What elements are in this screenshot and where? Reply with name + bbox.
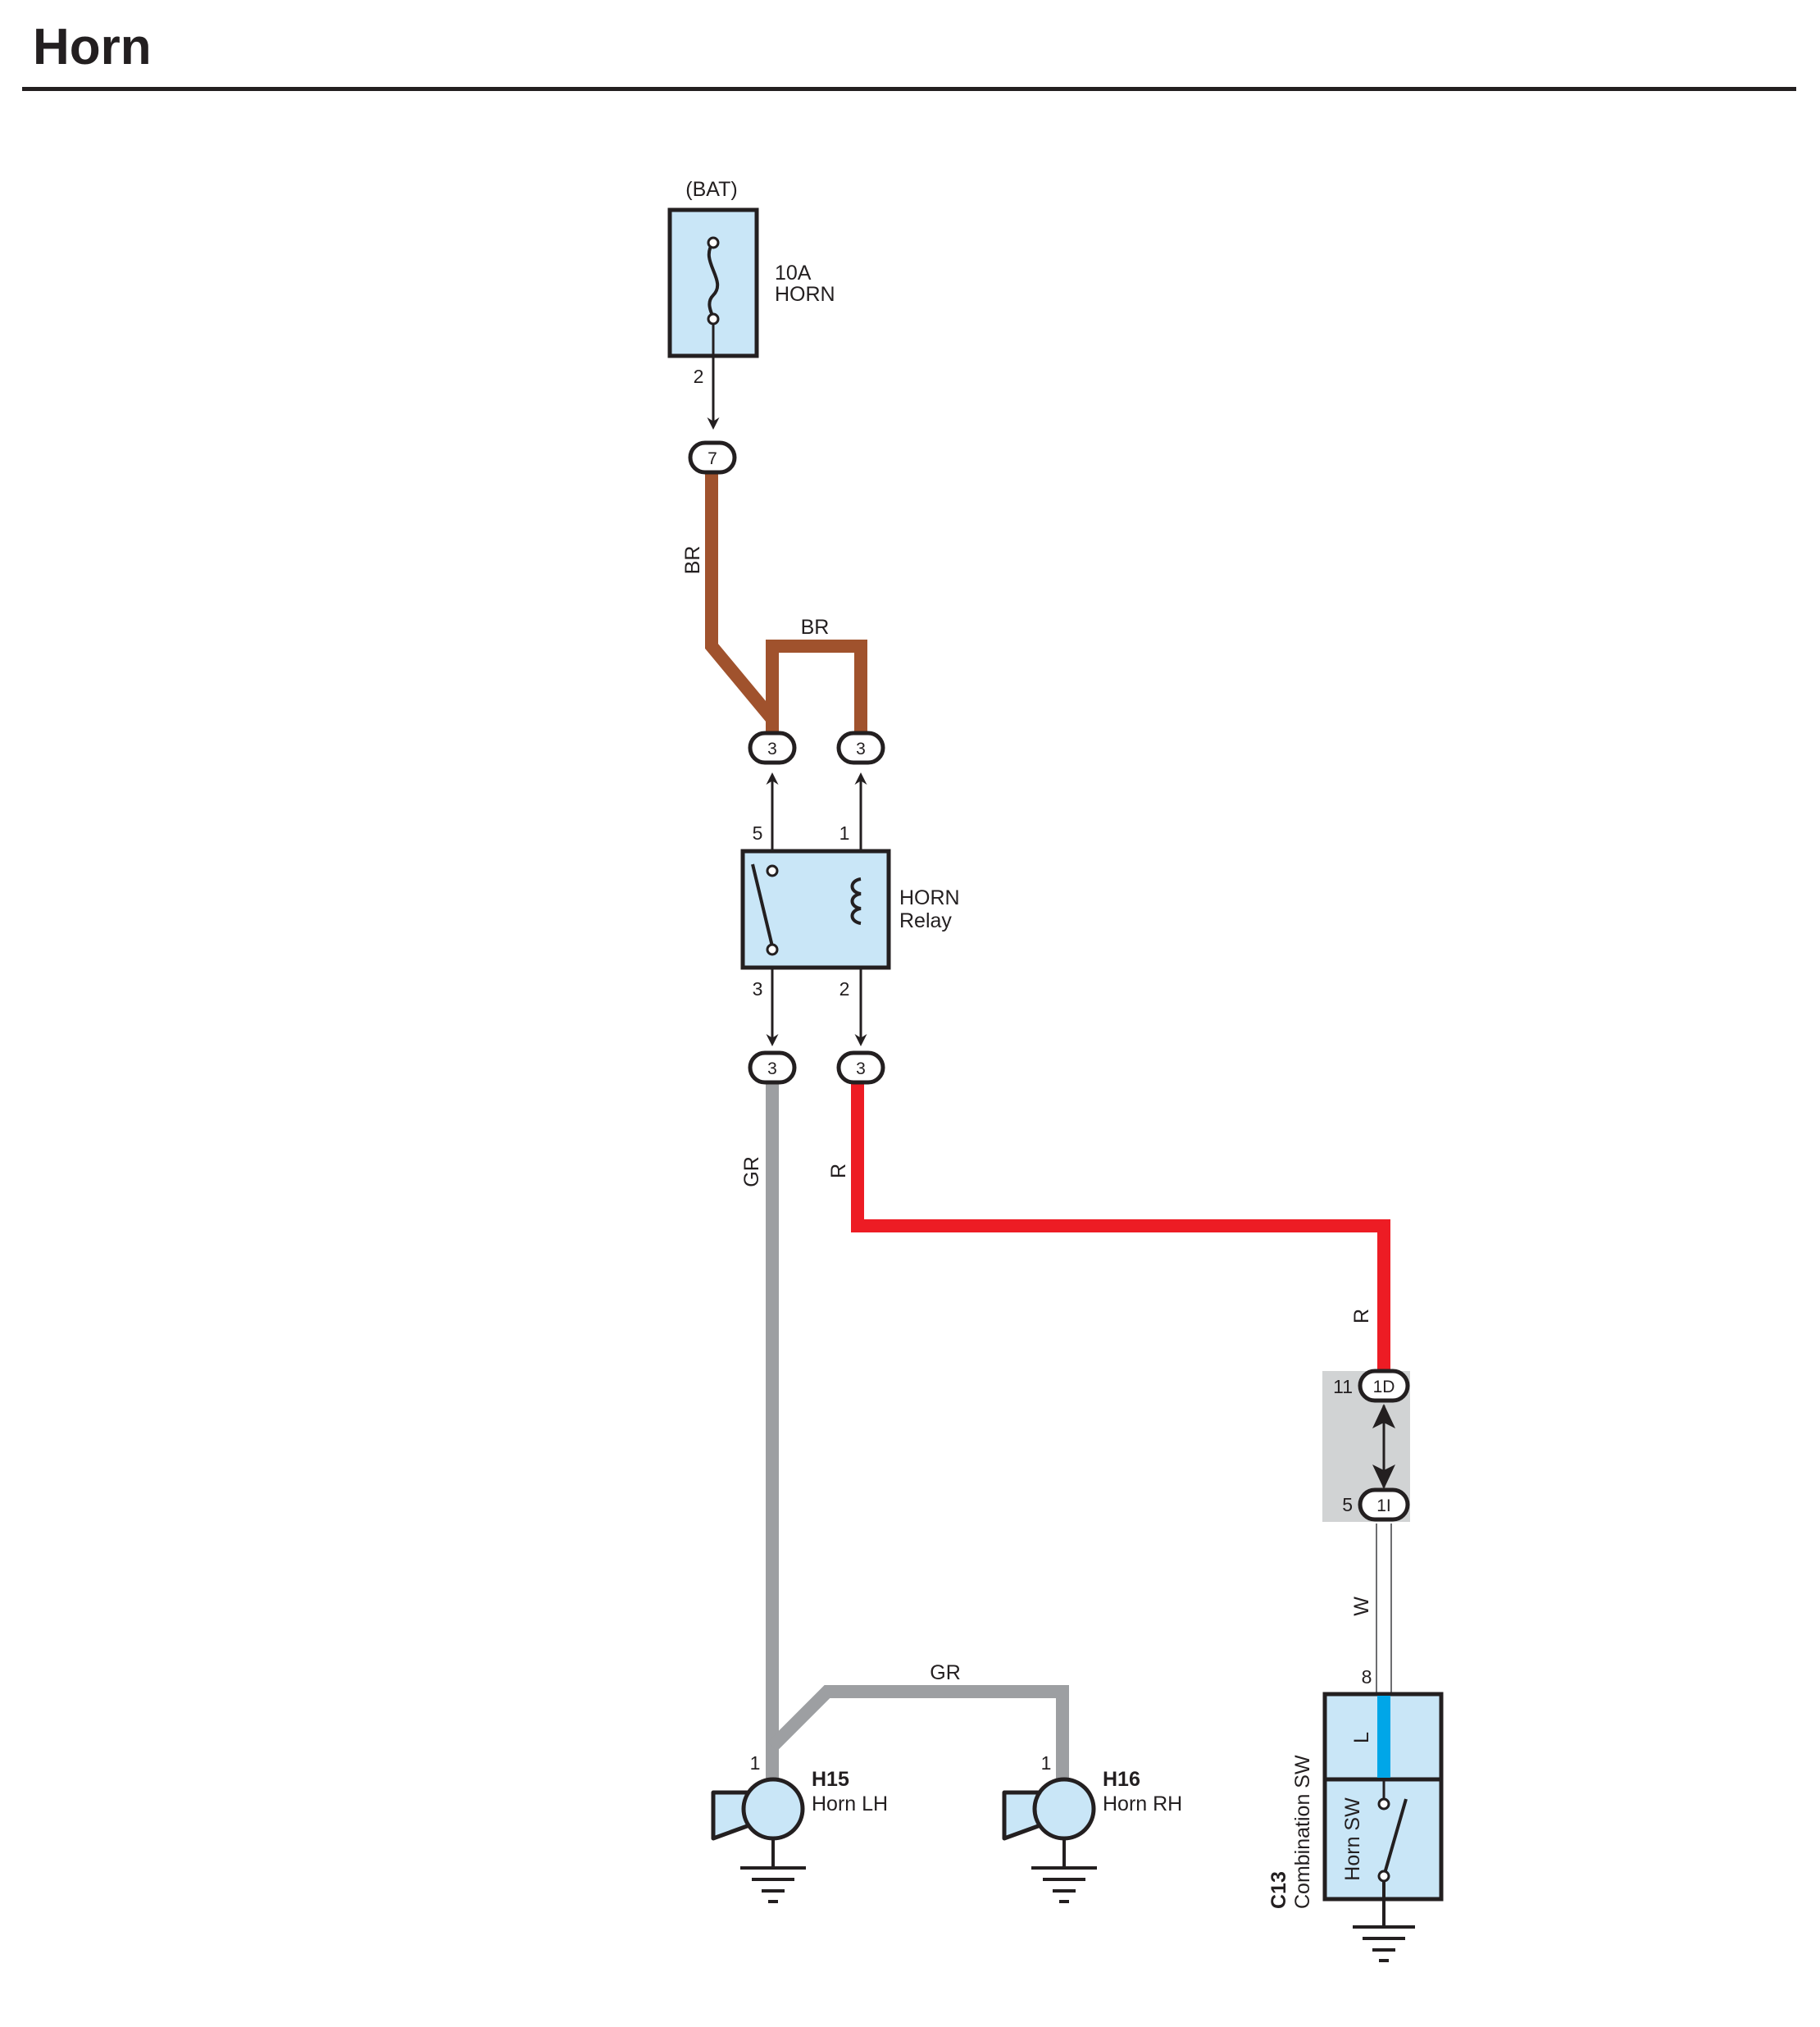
relay-switch-contact-top <box>766 864 779 877</box>
fuse-icon <box>707 241 720 318</box>
w-wire: W 8 <box>1350 1524 1392 1694</box>
wire-label-gr-vertical: GR <box>740 1156 763 1187</box>
horn-lh-name: Horn LH <box>812 1792 888 1815</box>
ground-icon <box>1353 1925 1415 1962</box>
horn-sw-blade-icon <box>1382 1798 1408 1877</box>
fuse-source-label: (BAT) <box>685 178 737 201</box>
relay-switch-contact-bottom <box>766 943 779 956</box>
ground-icon <box>740 1866 806 1903</box>
wire-r <box>851 1079 1390 1371</box>
svg-text:1I: 1I <box>1376 1496 1391 1515</box>
connector-badge-1d: 1D <box>1358 1369 1410 1403</box>
horn-rh-pin: 1 <box>1041 1752 1052 1774</box>
horn-rh-name: Horn RH <box>1103 1792 1182 1815</box>
horn-sw-contact-top <box>1377 1797 1390 1811</box>
horn-rh: 1 H16 Horn RH <box>1002 1752 1182 1903</box>
relay-pin-1: 1 <box>839 822 850 844</box>
svg-text:7: 7 <box>708 449 717 468</box>
relay-coil-icon <box>850 877 862 925</box>
horn-lh-pin: 1 <box>750 1752 761 1774</box>
r-wires: R R <box>827 1079 1390 1371</box>
connector-badge-3-lower-right: 3 <box>836 1050 885 1085</box>
fuse-terminal-top <box>707 236 720 249</box>
title-divider <box>22 87 1796 91</box>
wire-l <box>1377 1696 1390 1778</box>
combination-sw-code: C13 <box>1267 1871 1290 1909</box>
relay-pin-5: 5 <box>753 822 763 844</box>
relay-name-line2: Relay <box>899 909 952 932</box>
junction-arrow-up-icon <box>1372 1404 1395 1428</box>
wire-br-main <box>705 471 779 736</box>
combination-sw-pin-8: 8 <box>1362 1666 1372 1688</box>
page-title: Horn <box>33 19 152 75</box>
fuse-name-label: HORN <box>775 283 835 306</box>
wire-gr-branch <box>767 1685 1069 1779</box>
horn-sw-contact-bottom <box>1377 1870 1390 1883</box>
junction-arrow-down-icon <box>1372 1464 1395 1489</box>
combination-sw-name: Combination SW <box>1291 1755 1314 1909</box>
combination-switch: L Horn SW C13 Combination SW <box>1267 1692 1444 1962</box>
wire-label-br-horizontal: BR <box>801 616 830 639</box>
br-wires: BR BR <box>681 471 867 736</box>
horn-relay: 5 1 3 2 HORN Relay <box>740 772 960 1046</box>
horn-rh-code: H16 <box>1103 1768 1140 1791</box>
junction-pin-lower: 5 <box>1342 1494 1353 1515</box>
svg-text:3: 3 <box>767 740 777 758</box>
wire-label-br-vertical: BR <box>681 546 704 575</box>
fuse-pin-label: 2 <box>694 366 704 387</box>
svg-text:3: 3 <box>856 1059 866 1078</box>
wire-label-l: L <box>1350 1732 1373 1743</box>
horn-rh-body-icon <box>1032 1777 1096 1841</box>
connector-badge-1i: 1I <box>1358 1487 1410 1522</box>
fuse-terminal-bottom <box>707 312 720 326</box>
horn-lh: 1 H15 Horn LH <box>711 1752 888 1903</box>
ground-icon <box>1031 1866 1097 1903</box>
wire-br-branch <box>766 640 867 736</box>
connector-badge-7: 7 <box>688 440 737 475</box>
svg-text:3: 3 <box>856 740 866 758</box>
wire-label-w: W <box>1350 1597 1373 1616</box>
connector-badge-3-lower-left: 3 <box>748 1050 797 1085</box>
relay-switch-icon <box>751 863 774 947</box>
svg-text:3: 3 <box>767 1059 777 1078</box>
gr-wires: GR GR <box>740 1079 1069 1779</box>
wire-label-r-vertical-1: R <box>827 1164 850 1178</box>
relay-pin-3: 3 <box>753 978 763 1000</box>
fuse-rating-label: 10A <box>775 262 812 285</box>
fuse-10a-horn: (BAT) 10A HORN 2 <box>667 178 835 387</box>
wire-label-gr-horizontal: GR <box>930 1661 961 1684</box>
wire-label-r-vertical-2: R <box>1350 1309 1373 1323</box>
horn-sw-label: Horn SW <box>1341 1797 1364 1881</box>
horn-lh-code: H15 <box>812 1768 849 1791</box>
junction-pin-upper: 11 <box>1333 1376 1353 1397</box>
svg-text:1D: 1D <box>1373 1378 1395 1396</box>
horn-lh-body-icon <box>741 1777 805 1841</box>
connector-badge-3-upper-left: 3 <box>748 731 797 765</box>
relay-pin-2: 2 <box>839 978 850 1000</box>
relay-name-line1: HORN <box>899 886 960 909</box>
connector-badge-3-upper-right: 3 <box>836 731 885 765</box>
